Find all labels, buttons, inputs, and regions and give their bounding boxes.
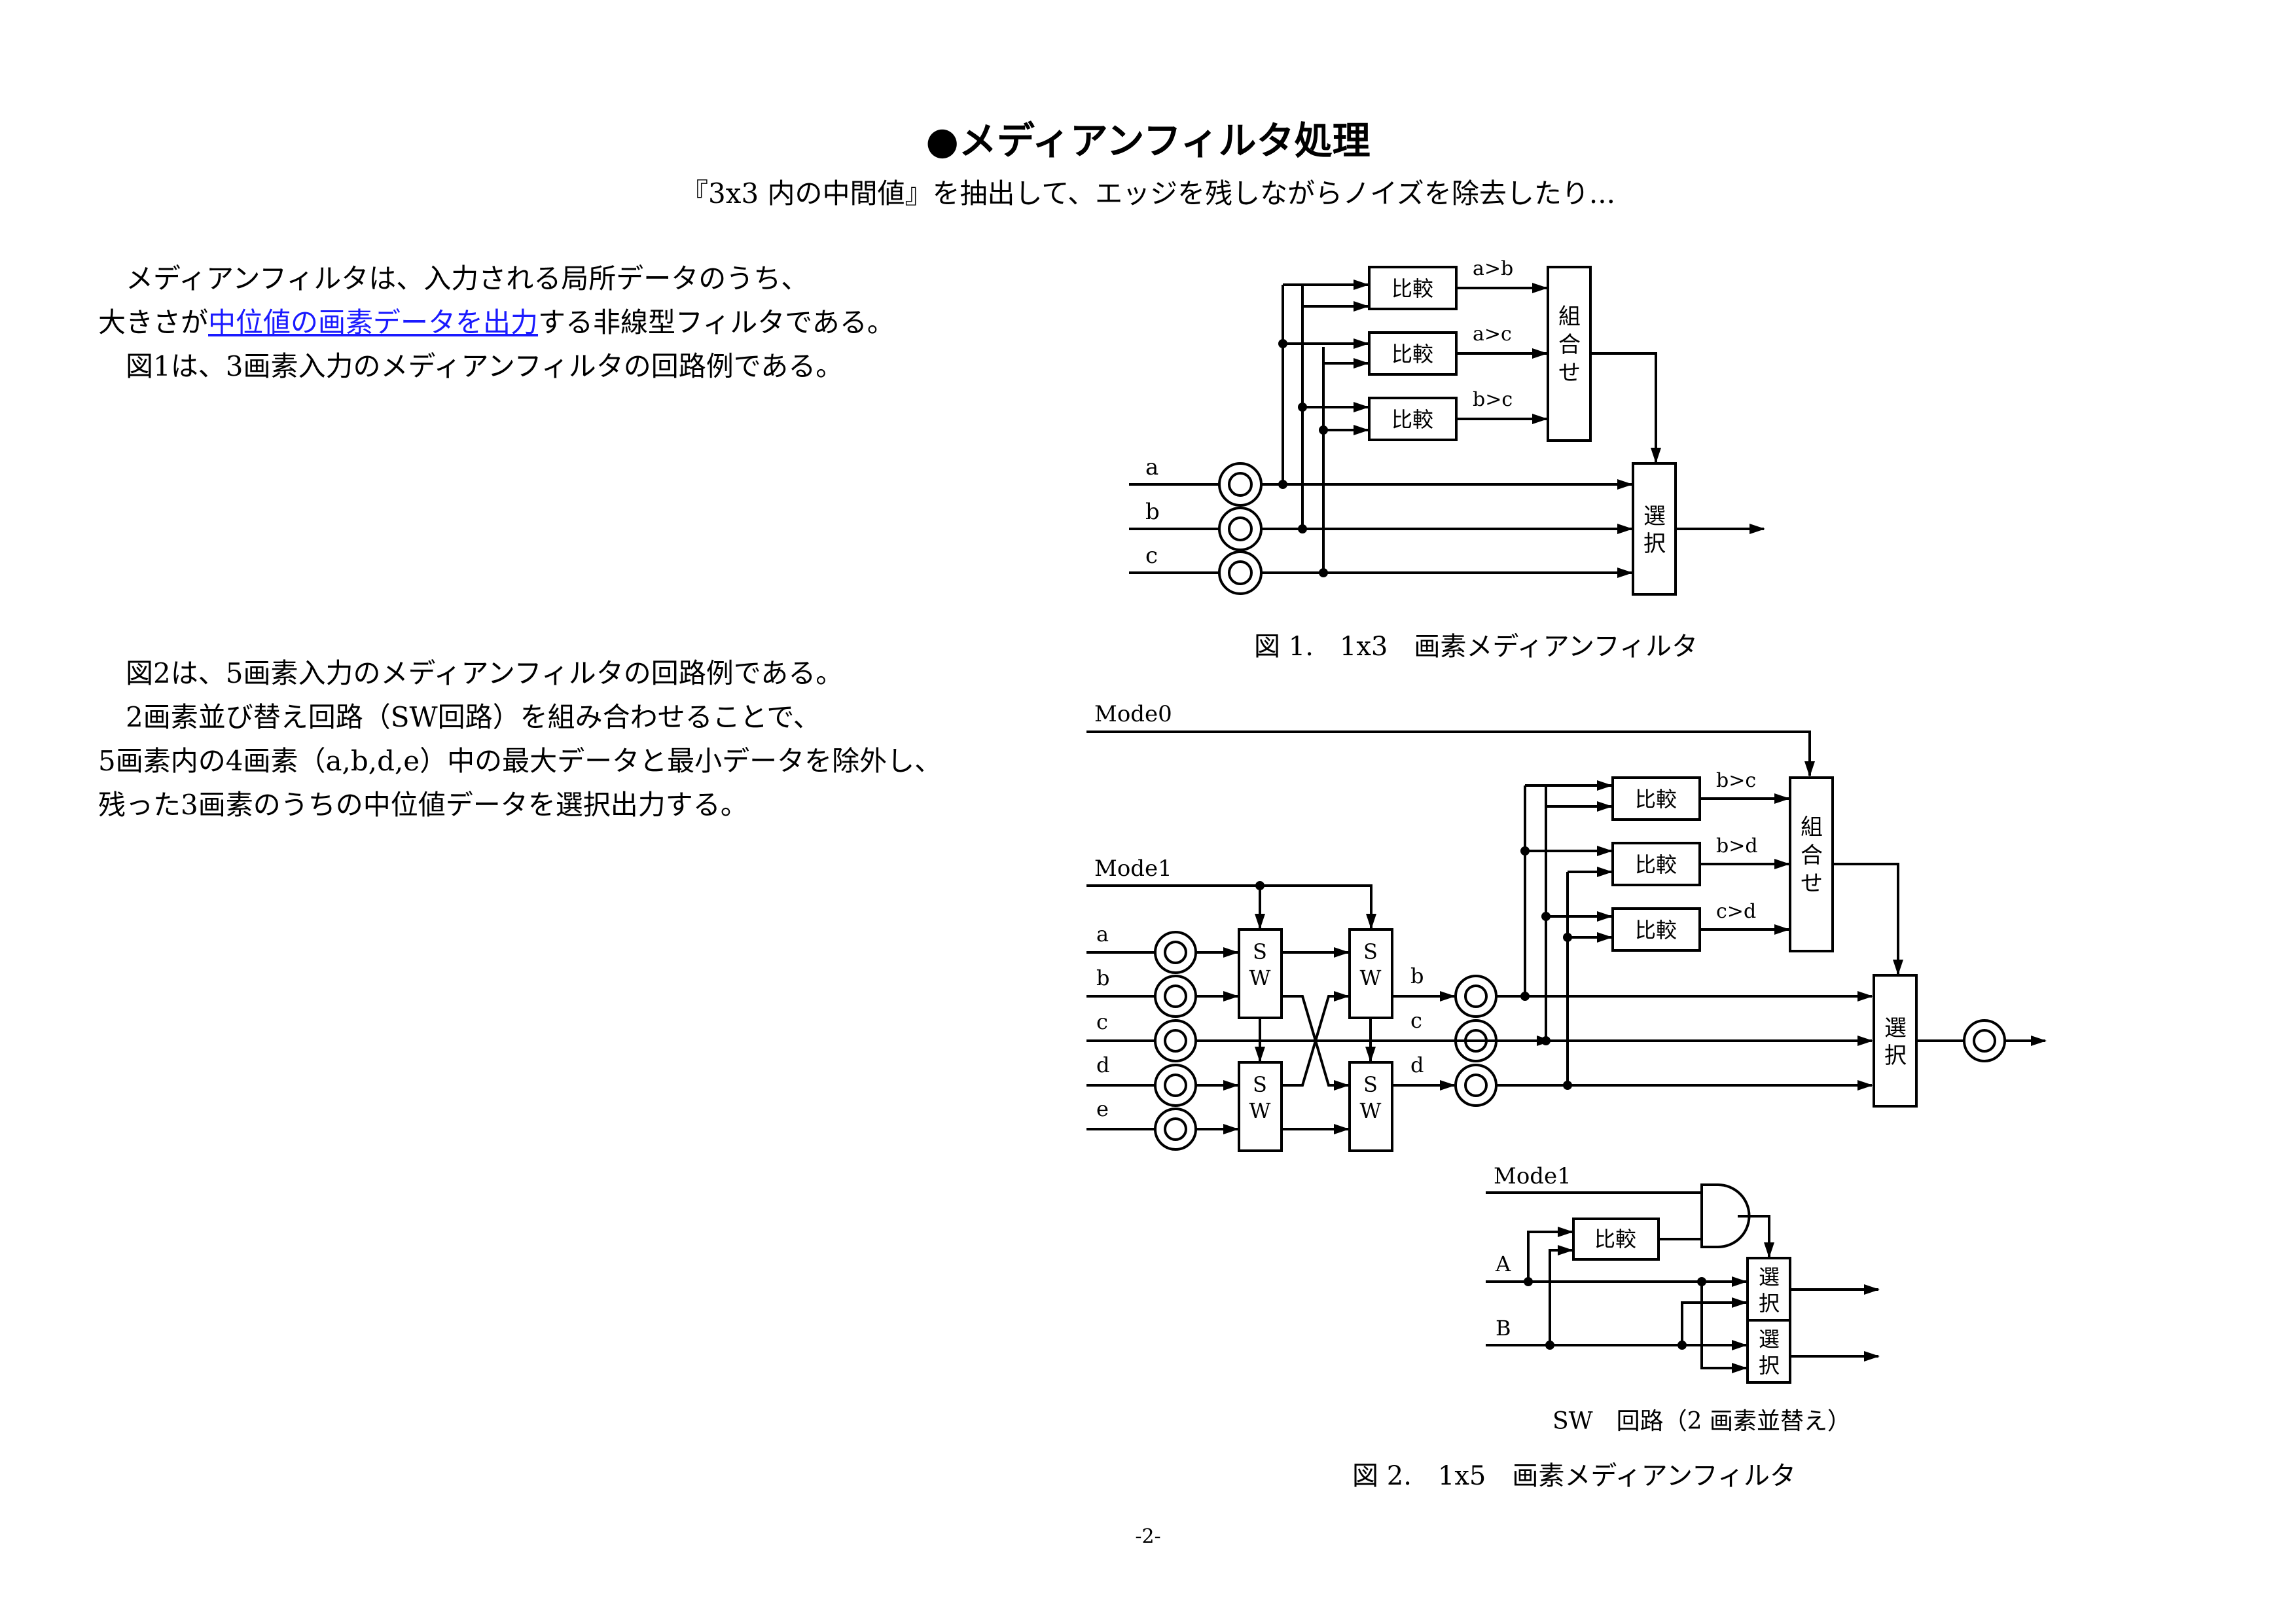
fig1-combine-char2: 合 <box>1558 332 1581 358</box>
figure-2: Mode0 Mode1 a b c d e SW SW SW SW <box>1086 701 2047 1152</box>
fig2-sw3-s: S <box>1363 939 1378 964</box>
fig2-mid-c: c <box>1410 1008 1422 1033</box>
fig2-register2-d <box>1454 1064 1498 1107</box>
sw-select1-char1: 選 <box>1759 1265 1780 1290</box>
fig2-compare-1-label: 比較 <box>1635 787 1677 812</box>
fig1-combine-char1: 組 <box>1558 304 1581 330</box>
fig2-sw2-s: S <box>1253 1072 1267 1097</box>
sw-mode1: Mode1 <box>1494 1163 1571 1189</box>
fig2-combine-char1: 組 <box>1801 814 1823 840</box>
fig2-register-d <box>1154 1064 1197 1107</box>
fig2-input-d: d <box>1096 1053 1109 1077</box>
sw-circuit-caption: SW 回路（2 画素並替え） <box>1552 1408 1851 1435</box>
fig1-compare-3-label: 比較 <box>1391 407 1433 432</box>
fig1-compare-1-label: 比較 <box>1391 276 1433 301</box>
page-number: -2- <box>1135 1525 1161 1548</box>
sw-select2-char1: 選 <box>1759 1327 1780 1352</box>
section1-line2-pre: 大きさが <box>98 306 209 338</box>
section2-text: 図2は、5画素入力のメディアンフィルタの回路例である。 2画素並び替え回路（SW… <box>98 651 942 827</box>
figure-1: a b c 比較 比較 <box>1129 257 1765 596</box>
fig2-register2-b <box>1454 975 1498 1018</box>
section2-line3: 5画素内の4画素（a,b,d,e）中の最大データと最小データを除外し、 <box>98 745 942 777</box>
fig1-input-c: c <box>1145 543 1158 569</box>
fig1-out-ab: a>b <box>1473 257 1513 280</box>
fig1-input-b: b <box>1145 499 1160 525</box>
fig2-select-char1: 選 <box>1884 1015 1907 1041</box>
sw-input-b: B <box>1496 1316 1511 1341</box>
fig1-combine-char3: せ <box>1558 360 1581 386</box>
fig2-mid-b: b <box>1410 964 1424 988</box>
section1-line3: 図1は、3画素入力のメディアンフィルタの回路例である。 <box>98 350 844 382</box>
fig2-register-a <box>1154 931 1197 974</box>
fig2-out-bc: b>c <box>1716 769 1756 792</box>
fig1-register-a <box>1218 462 1263 507</box>
fig2-input-c: c <box>1096 1009 1108 1034</box>
fig2-input-a: a <box>1096 922 1109 947</box>
fig2-mid-d: d <box>1410 1053 1424 1077</box>
section2-line4: 残った3画素のうちの中位値データを選択出力する。 <box>98 789 748 821</box>
sw-select-2 <box>1746 1319 1791 1384</box>
fig2-mode0: Mode0 <box>1094 701 1172 727</box>
fig2-output-register <box>1963 1019 2006 1062</box>
fig2-compare-2-label: 比較 <box>1635 852 1677 877</box>
fig2-combine-char3: せ <box>1801 871 1823 897</box>
section1-line2-post: する非線型フィルタである。 <box>538 306 895 338</box>
fig2-out-bd: b>d <box>1716 835 1758 857</box>
fig2-sw-4 <box>1348 1061 1393 1152</box>
sw-select2-char2: 択 <box>1759 1353 1780 1378</box>
fig1-compare-2-label: 比較 <box>1391 342 1433 367</box>
fig2-combine-char2: 合 <box>1801 842 1823 869</box>
page-subtitle: 『3x3 内の中間値』を抽出して、エッジを残しながらノイズを除去したり... <box>681 177 1615 209</box>
fig2-sw4-s: S <box>1363 1072 1378 1097</box>
median-link[interactable]: 中位値の画素データを出力 <box>208 306 539 338</box>
fig2-compare-3-label: 比較 <box>1635 918 1677 943</box>
fig2-caption: 図 2. 1x5 画素メディアンフィルタ <box>1352 1461 1796 1491</box>
fig1-caption: 図 1. 1x3 画素メディアンフィルタ <box>1254 632 1698 662</box>
section1-text: メディアンフィルタは、入力される局所データのうち、 大きさが中位値の画素データを… <box>98 257 895 388</box>
fig2-out-cd: c>d <box>1716 900 1756 923</box>
and-gate <box>1700 1183 1751 1248</box>
fig2-sw4-w: W <box>1360 1098 1382 1123</box>
fig2-mode1: Mode1 <box>1094 856 1172 882</box>
fig1-select-char1: 選 <box>1643 503 1666 530</box>
page-title: ●メディアンフィルタ処理 <box>925 118 1371 163</box>
fig2-input-b: b <box>1096 965 1109 990</box>
sw-select1-char2: 択 <box>1759 1291 1780 1316</box>
fig2-register-e <box>1154 1108 1197 1151</box>
sw-compare-label: 比較 <box>1594 1227 1636 1252</box>
fig2-sw3-w: W <box>1360 965 1382 990</box>
fig2-input-e: e <box>1096 1096 1109 1121</box>
section1-line1: メディアンフィルタは、入力される局所データのうち、 <box>98 262 809 295</box>
fig1-register-b <box>1218 507 1263 551</box>
fig2-register-c <box>1154 1019 1197 1062</box>
fig1-select-char2: 択 <box>1643 531 1666 557</box>
sw-input-a: A <box>1495 1252 1511 1276</box>
fig1-out-bc: b>c <box>1473 388 1513 411</box>
fig2-register-b <box>1154 975 1197 1018</box>
fig2-select-char2: 択 <box>1884 1043 1907 1069</box>
fig1-input-a: a <box>1145 454 1158 480</box>
fig1-register-c <box>1218 550 1263 595</box>
section2-line2: 2画素並び替え回路（SW回路）を組み合わせることで、 <box>98 701 821 733</box>
fig2-sw1-s: S <box>1253 939 1267 964</box>
fig1-out-ac: a>c <box>1473 323 1512 346</box>
section2-line1: 図2は、5画素入力のメディアンフィルタの回路例である。 <box>98 657 844 689</box>
fig2-sw-2 <box>1238 1061 1283 1152</box>
sw-circuit: Mode1 A B 比較 選 択 選 択 <box>1486 1163 1880 1384</box>
fig2-sw2-w: W <box>1249 1098 1271 1123</box>
fig2-sw1-w: W <box>1249 965 1271 990</box>
